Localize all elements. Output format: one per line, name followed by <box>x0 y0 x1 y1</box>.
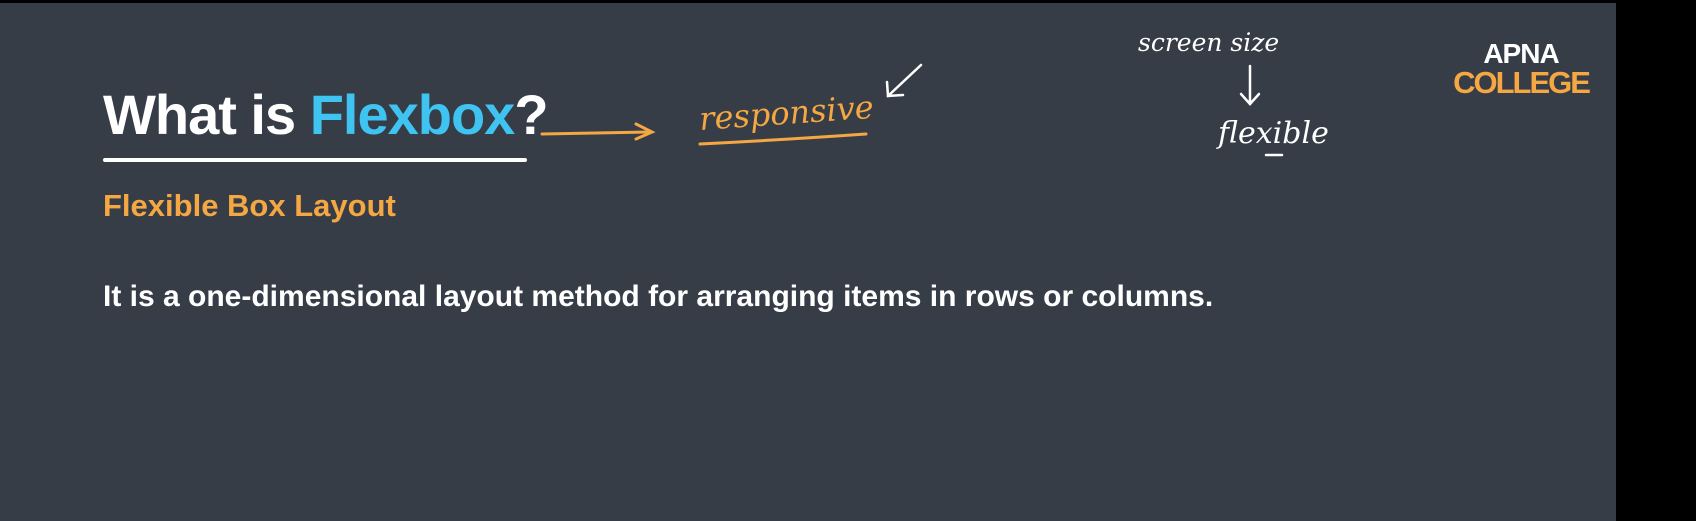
annotation-responsive: responsive <box>698 88 875 138</box>
logo-line-college: COLLEGE <box>1453 64 1591 100</box>
handwritten-annotations: responsive screen size flexible <box>540 28 1329 157</box>
apna-college-logo: APNA COLLEGE <box>1446 38 1596 100</box>
slide-title: What is Flexbox? <box>103 87 549 143</box>
title-prefix: What is <box>103 83 310 146</box>
responsive-underline <box>698 132 868 146</box>
annotation-flexible: flexible <box>1216 116 1329 151</box>
annotation-screen-size: screen size <box>1138 28 1279 57</box>
title-arrow-icon <box>540 122 656 141</box>
down-arrow-icon <box>1239 64 1261 106</box>
logo-line-apna: APNA <box>1483 38 1559 69</box>
title-suffix: ? <box>514 83 548 146</box>
title-accent: Flexbox <box>309 83 516 146</box>
slide: What is Flexbox? Flexible Box Layout It … <box>0 3 1616 521</box>
title-underline <box>103 158 527 162</box>
slide-subtitle: Flexible Box Layout <box>103 188 396 223</box>
definition-text: It is a one-dimensional layout method fo… <box>103 280 1214 313</box>
pointer-arrow-icon <box>885 63 923 98</box>
